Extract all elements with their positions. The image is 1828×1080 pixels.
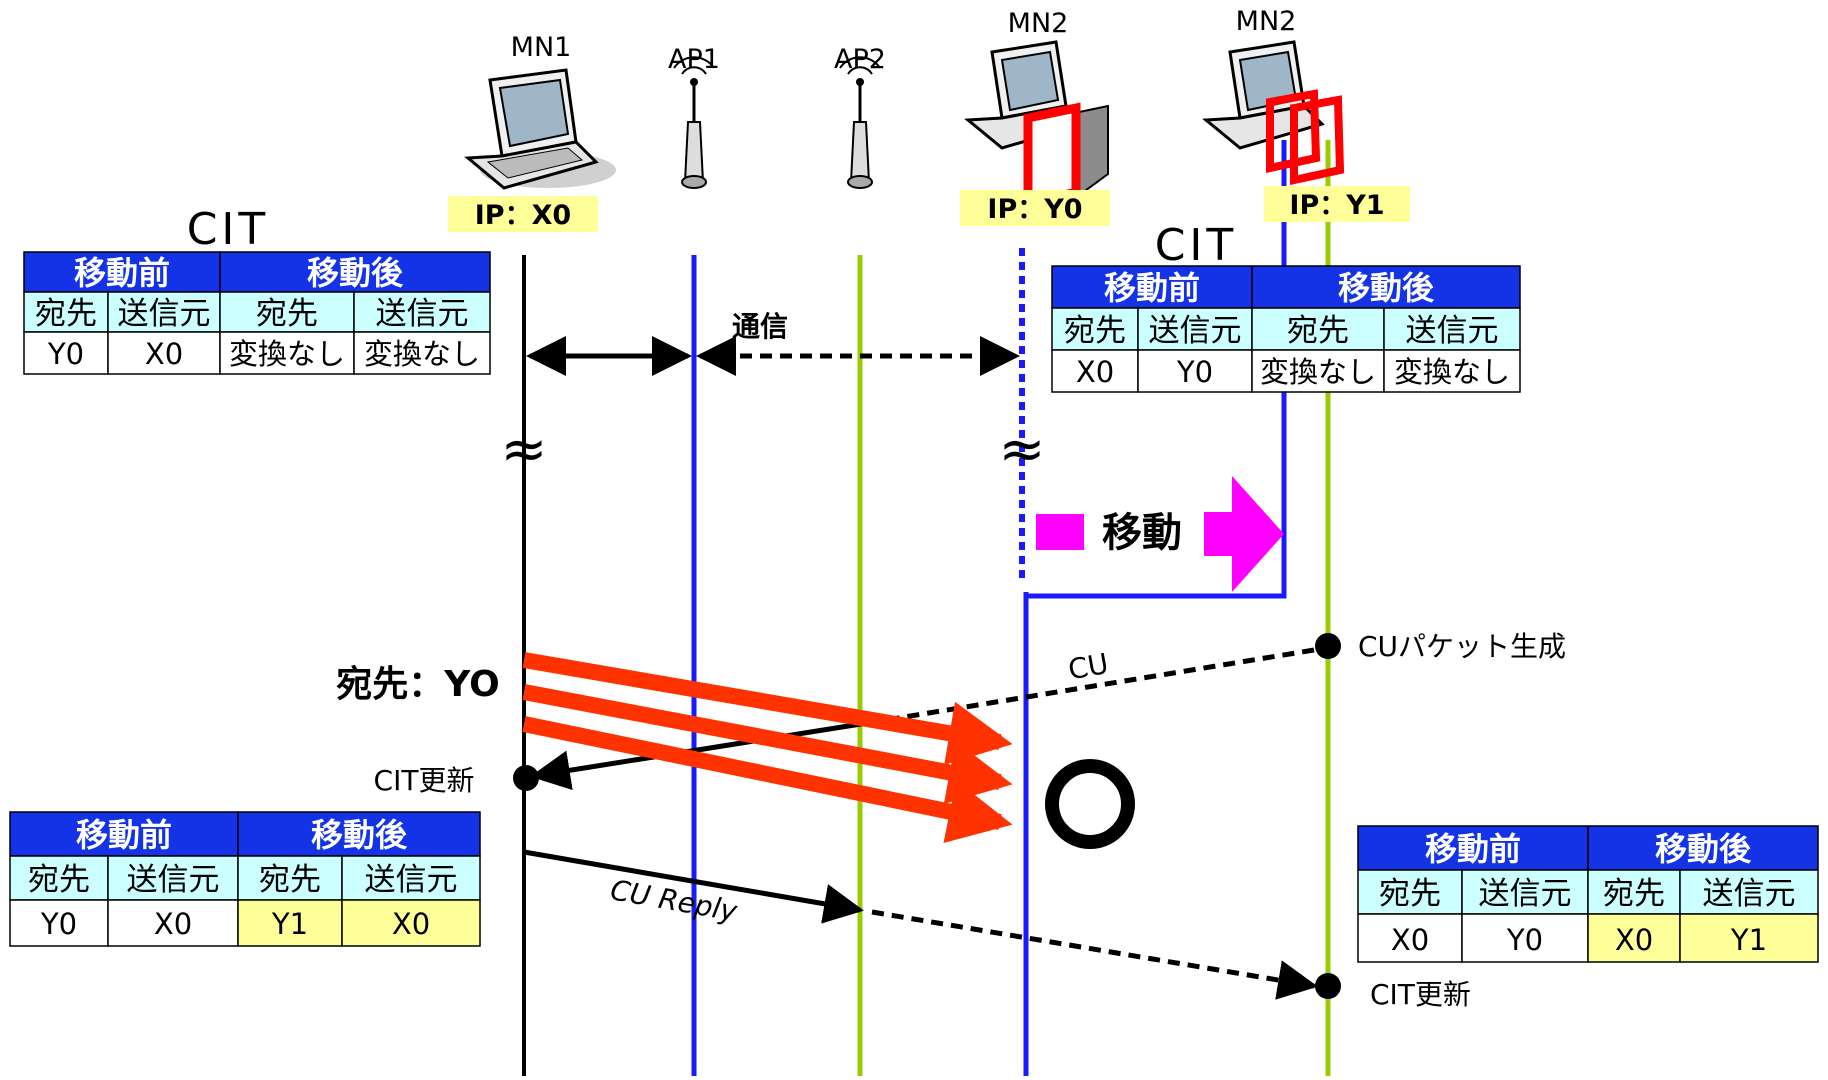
break-mark: ≈	[501, 417, 548, 482]
table-subheader: 送信元	[1703, 876, 1796, 912]
laptop-icon	[464, 68, 616, 190]
table-header: 移動後	[307, 254, 404, 292]
table-cell: X0	[1391, 923, 1429, 957]
table-cell: 変換なし	[1394, 355, 1510, 389]
destination-label: 宛先：YO	[336, 664, 499, 705]
table-subheader: 送信元	[376, 296, 469, 332]
access-point-icon	[673, 56, 715, 189]
cu-reply-dashed-arrow	[871, 909, 1318, 1000]
cu-packet-label: CUパケット生成	[1358, 630, 1566, 663]
table-header: 移動前	[74, 254, 170, 292]
packet-arrow	[522, 652, 1013, 765]
table-subheader: 宛先	[1603, 876, 1665, 912]
communication-label: 通信	[732, 310, 788, 343]
cu-reply-arrow	[523, 849, 864, 924]
move-marker	[1036, 514, 1084, 550]
ip-text-mn1: IP：X0	[475, 200, 571, 231]
table-cell: 変換なし	[364, 337, 480, 371]
table-subheader: 送信元	[1406, 313, 1499, 349]
table-subheader: 送信元	[118, 296, 211, 332]
table-subheader: 宛先	[1379, 876, 1441, 912]
table-subheader: 宛先	[28, 862, 90, 898]
cu-origin-dot	[1315, 633, 1341, 659]
packet-arrow	[522, 716, 1013, 844]
table-subheader: 宛先	[35, 296, 97, 332]
node-label-mn2: MN2	[1008, 8, 1069, 39]
table-header: 移動前	[76, 816, 172, 854]
table-cell: X0	[1076, 355, 1114, 389]
cu-label: CU	[1066, 647, 1111, 686]
cit-update-dot	[513, 765, 539, 791]
cit-label-right: CIT	[1155, 220, 1238, 271]
cit-table-mn2-updated: 移動前 移動後 宛先 送信元 宛先 送信元 X0 Y0 X0 Y1	[1357, 825, 1819, 963]
laptop-icon	[1202, 40, 1345, 185]
ip-text-mn2-moved: IP：Y1	[1289, 190, 1384, 221]
move-label: 移動	[1102, 510, 1182, 556]
cit-label-left: CIT	[187, 204, 270, 255]
table-cell: Y0	[40, 907, 77, 941]
node-label-mn2-moved: MN2	[1236, 6, 1297, 37]
node-label-ap1: AP1	[668, 44, 720, 75]
success-circle-icon	[1045, 759, 1135, 849]
move-arrow-icon	[1204, 476, 1284, 592]
cit-update-label: CIT更新	[1370, 978, 1471, 1011]
laptop-icon	[964, 40, 1109, 210]
cit-update-label: CIT更新	[374, 764, 475, 797]
packet-arrow	[522, 684, 1013, 804]
ip-badge-mn2	[960, 190, 1110, 226]
table-subheader: 送信元	[1149, 313, 1242, 349]
table-cell: X0	[154, 907, 192, 941]
table-subheader: 送信元	[365, 862, 458, 898]
table-header: 移動後	[1655, 830, 1752, 868]
table-subheader: 宛先	[1064, 313, 1126, 349]
table-subheader: 宛先	[1287, 313, 1349, 349]
table-header: 移動前	[1425, 830, 1521, 868]
table-cell: X0	[1615, 923, 1653, 957]
ip-badge-mn2-moved	[1264, 186, 1410, 222]
table-subheader: 宛先	[256, 296, 318, 332]
node-label-ap2: AP2	[834, 44, 886, 75]
cit-table-mn1-updated: 移動前 移動後 宛先 送信元 宛先 送信元 Y0 X0 Y1 X0	[9, 811, 481, 947]
ip-badge-mn1	[448, 196, 598, 232]
table-cell: Y1	[1730, 923, 1767, 957]
table-cell: X0	[392, 907, 430, 941]
table-subheader: 送信元	[127, 862, 220, 898]
table-subheader: 送信元	[1479, 876, 1572, 912]
table-cell: Y0	[47, 337, 84, 371]
node-label-mn1: MN1	[511, 32, 572, 63]
table-header: 移動後	[311, 816, 408, 854]
table-cell: Y0	[1506, 923, 1543, 957]
cit-update-dot	[1315, 973, 1341, 999]
table-subheader: 宛先	[259, 862, 321, 898]
cu-reply-label: CU Reply	[608, 873, 740, 928]
table-cell: 変換なし	[1260, 355, 1376, 389]
table-cell: X0	[145, 337, 183, 371]
break-mark: ≈	[999, 417, 1046, 482]
cu-arrow	[530, 717, 887, 791]
cit-table-mn2-initial: 移動前 移動後 宛先 送信元 宛先 送信元 X0 Y0 変換なし 変換なし	[1051, 265, 1521, 393]
ip-text-mn2: IP：Y0	[987, 194, 1082, 225]
table-cell: Y0	[1176, 355, 1213, 389]
table-cell: Y1	[271, 907, 308, 941]
table-cell: 変換なし	[229, 337, 345, 371]
access-point-icon	[839, 56, 881, 189]
cit-table-mn1-initial: 移動前 移動後 宛先 送信元 宛先 送信元 Y0 X0 変換なし 変換なし	[23, 251, 491, 375]
table-header: 移動後	[1338, 269, 1435, 307]
table-header: 移動前	[1104, 269, 1200, 307]
